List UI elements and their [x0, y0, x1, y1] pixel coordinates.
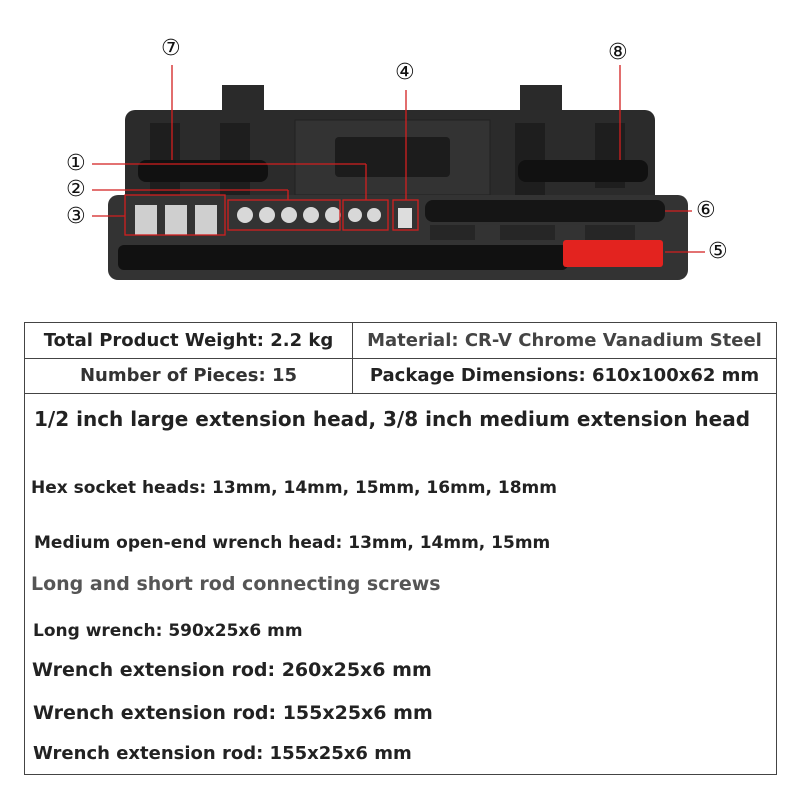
spec-row: Number of Pieces: 15 Package Dimensions:…	[25, 358, 776, 394]
spec-line: Long wrench: 590x25x6 mm	[33, 621, 303, 641]
extension-rod-6	[425, 200, 665, 222]
pieces-cell: Number of Pieces: 15	[25, 358, 353, 393]
tool-case-illustration	[92, 65, 705, 280]
spec-line: Long and short rod connecting screws	[31, 573, 441, 595]
callout-6: ⑥	[696, 198, 716, 223]
callout-8: ⑧	[608, 40, 628, 65]
short-wrench-8	[518, 160, 648, 182]
spec-line: Wrench extension rod: 155x25x6 mm	[33, 743, 412, 764]
open-end-wrench-heads	[135, 205, 217, 235]
dimensions-cell: Package Dimensions: 610x100x62 mm	[369, 365, 760, 386]
product-image: ⑦ ⑧ ④ ① ② ③ ⑥ ⑤	[0, 0, 800, 300]
callout-4: ④	[395, 60, 415, 85]
long-wrench	[118, 245, 568, 270]
material-cell: Material: CR-V Chrome Vanadium Steel	[367, 330, 762, 351]
callout-1: ①	[66, 151, 86, 176]
callout-3: ③	[66, 204, 86, 229]
callout-2: ②	[66, 177, 86, 202]
connecting-screw	[398, 208, 412, 228]
spec-line: Wrench extension rod: 260x25x6 mm	[32, 659, 432, 681]
red-grip	[563, 240, 663, 267]
callout-7: ⑦	[161, 36, 181, 61]
short-wrench-7	[138, 160, 268, 182]
weight-cell: Total Product Weight: 2.2 kg	[25, 323, 353, 358]
spec-table: Total Product Weight: 2.2 kg Material: C…	[24, 322, 777, 775]
spec-line: Hex socket heads: 13mm, 14mm, 15mm, 16mm…	[31, 478, 557, 498]
spec-line: 1/2 inch large extension head, 3/8 inch …	[34, 407, 751, 431]
callout-5: ⑤	[708, 239, 728, 264]
spec-row: Total Product Weight: 2.2 kg Material: C…	[25, 323, 776, 359]
case-handle	[335, 137, 450, 177]
spec-line: Medium open-end wrench head: 13mm, 14mm,…	[34, 533, 551, 553]
hex-socket-heads	[237, 207, 381, 223]
spec-line: Wrench extension rod: 155x25x6 mm	[33, 702, 433, 724]
